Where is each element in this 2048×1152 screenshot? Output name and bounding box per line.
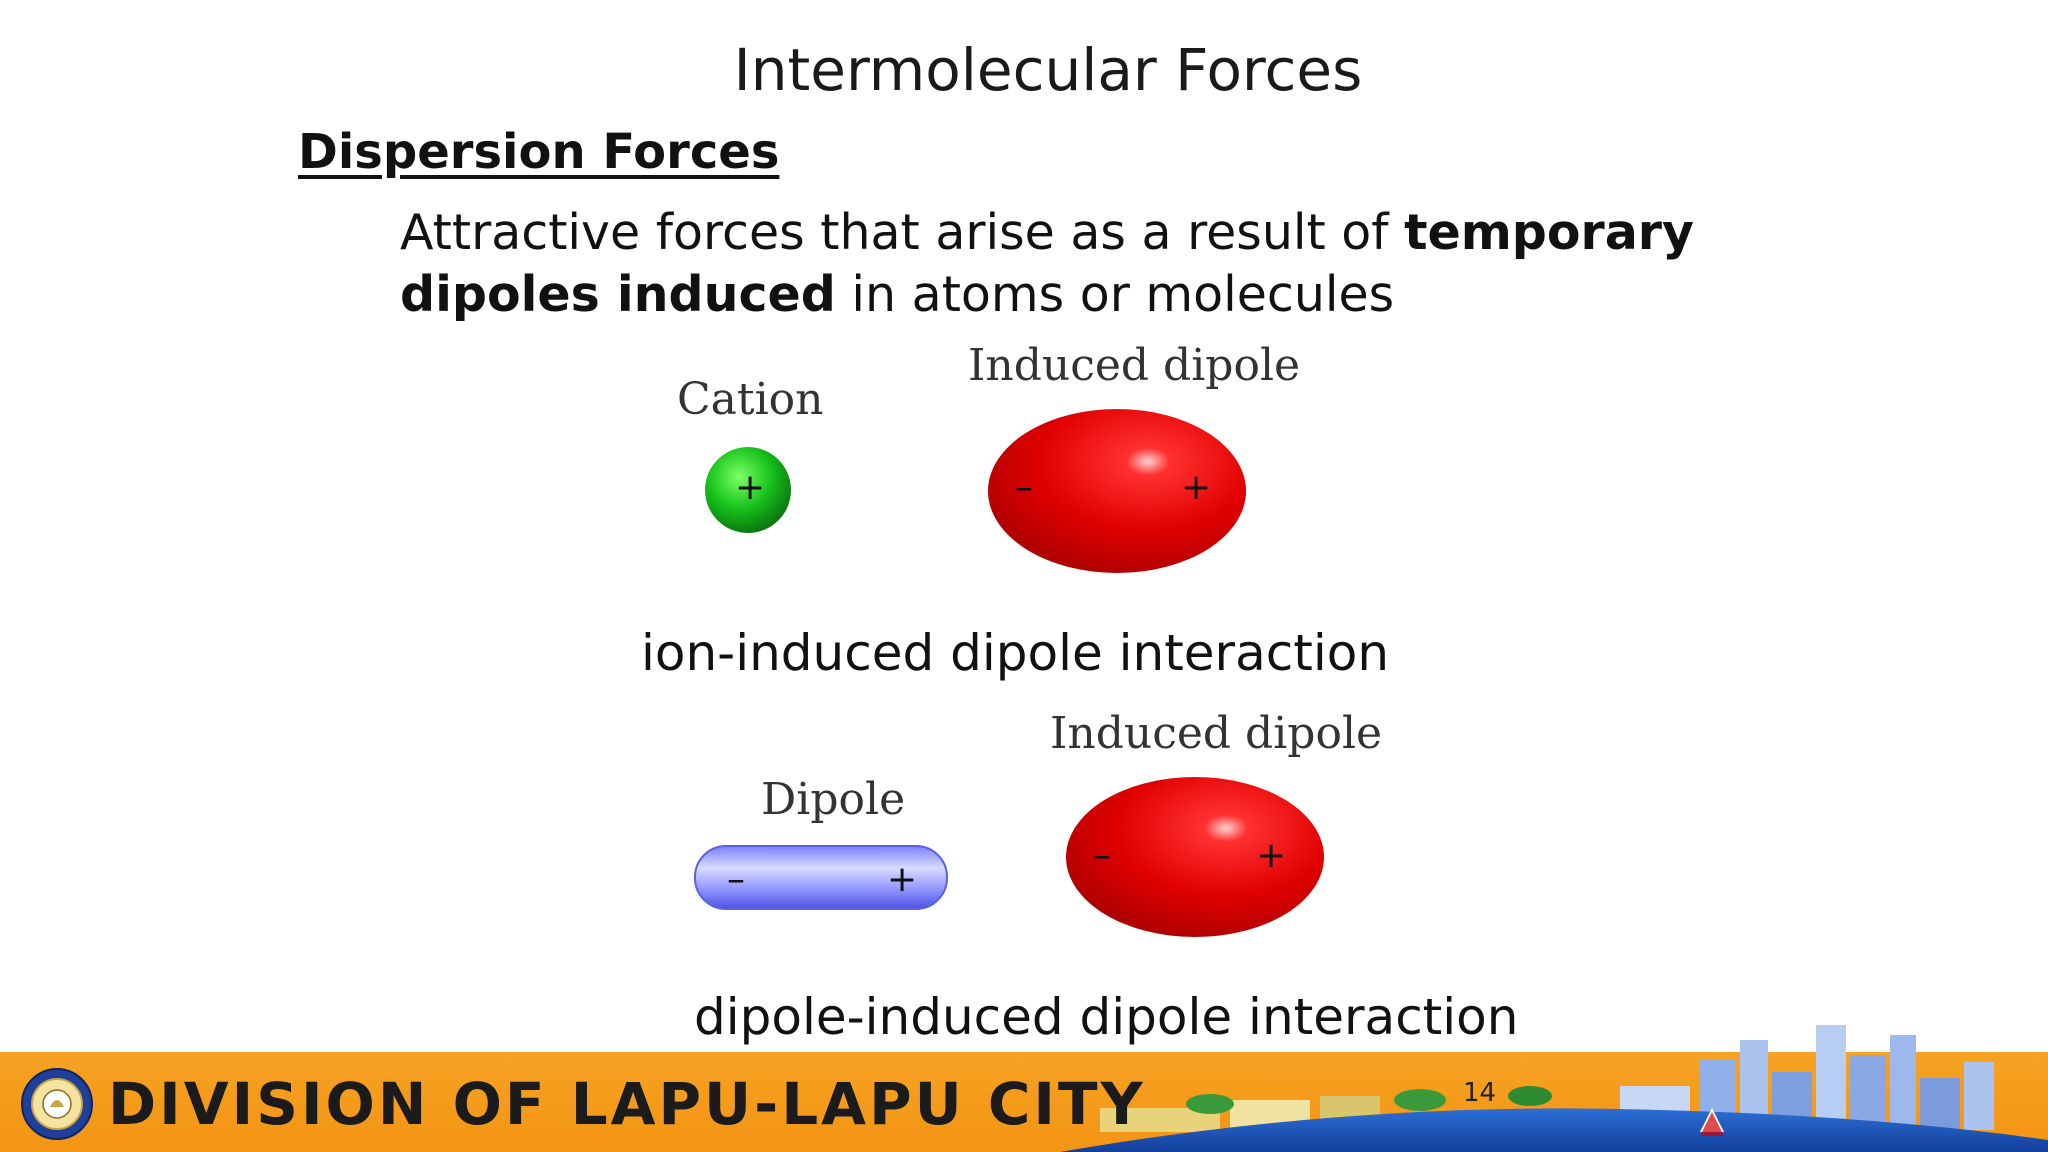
definition-bold2: dipoles induced [400,266,836,323]
induced-dipole-label-2: Induced dipole [1050,708,1383,759]
induced-dipole-label-1: Induced dipole [968,340,1301,391]
cation-plus-sign: + [735,467,766,508]
induced-plus-sign-1: + [1181,467,1212,508]
induced-minus-sign-2: – [1093,835,1111,876]
dipole-label: Dipole [761,774,906,825]
cation-sphere [705,447,791,533]
definition-text: Attractive forces that arise as a result… [400,202,1700,326]
footer-division-text: DIVISION OF LAPU-LAPU CITY [108,1070,1146,1138]
division-seal-logo [21,1068,93,1140]
dipole-capsule [694,845,948,910]
definition-bold1: temporary [1404,204,1694,261]
induced-dipole-ellipse-1 [988,409,1246,573]
induced-dipole-ellipse-2 [1066,777,1324,937]
definition-part1: Attractive forces that arise as a result… [400,204,1405,261]
caption-dipole-induced: dipole-induced dipole interaction [694,988,1519,1046]
dipole-minus-sign: – [727,859,745,900]
definition-part2: in atoms or molecules [835,266,1395,323]
caption-ion-induced: ion-induced dipole interaction [641,624,1390,682]
page-number: 14 [1463,1078,1497,1108]
induced-minus-sign-1: – [1015,467,1033,508]
induced-plus-sign-2: + [1256,835,1287,876]
dipole-plus-sign: + [887,859,918,900]
slide-title: Intermolecular Forces [733,36,1363,104]
subheading: Dispersion Forces [298,124,780,180]
cation-label: Cation [677,374,824,425]
city-skyline-graphic [1060,1025,2048,1152]
